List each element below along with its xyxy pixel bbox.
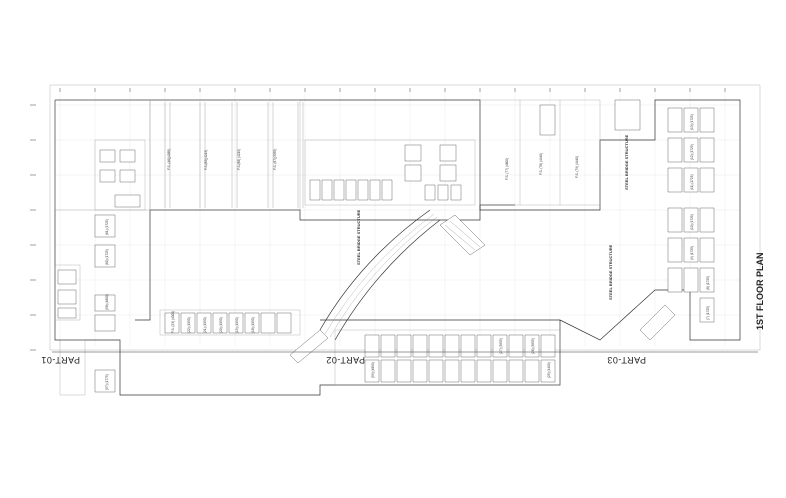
shop-label-bottom-2: (22) (1950)	[187, 317, 191, 333]
structure-labels: STEEL BRIDGE STRUCTURE STEEL BRIDGE STRU…	[356, 134, 629, 300]
left-service-zone	[54, 99, 151, 396]
shop-label-left-1: (61) (1725)	[105, 219, 109, 235]
shop-label-right-4: (10) (1725)	[690, 214, 694, 230]
steel-bridge-label-2: STEEL BRIDGE STRUCTURE	[608, 244, 613, 300]
top-shop-row	[149, 99, 304, 211]
part-markers: PART-01 PART-02 PART-03	[41, 351, 758, 365]
right-block	[479, 99, 641, 206]
part-label-03: PART-03	[607, 355, 646, 365]
left-shop-column	[94, 214, 116, 393]
shop-labels: F.S. (46)(4065) F.S.(85)(4219) F.S.(86) …	[105, 114, 710, 390]
shop-label-bottom-3: (21) (1950)	[203, 317, 207, 333]
shop-label-bottom-4: (20) (1950)	[219, 317, 223, 333]
steel-bridge-label-1: STEEL BRIDGE STRUCTURE	[356, 209, 361, 265]
drawing-title: 1ST FLOOR PLAN	[755, 252, 765, 330]
bottom-shop-row	[159, 309, 301, 336]
shop-label-block-2: F.S. (78) (4440)	[539, 153, 543, 175]
shop-label-lower-1: (59) (4890)	[371, 362, 375, 378]
shop-label-top-4: F.S. (87)(3355)	[273, 149, 277, 170]
drawing-frame	[49, 84, 761, 351]
shop-label-bottom-1: F.S. (23) (4000)	[171, 311, 175, 333]
shop-label-top-3: F.S.(86) (4219)	[237, 149, 241, 170]
shop-label-lower-3: (26) (3955)	[531, 338, 535, 354]
right-shop-column	[667, 107, 715, 323]
shop-label-right-7: (7) (1725)	[706, 306, 710, 320]
shop-label-top-1: F.S. (46)(4065)	[167, 149, 171, 170]
steel-bridge-label-3: STEEL BRIDGE STRUCTURE	[624, 134, 629, 190]
shop-label-block-3: F.S. (79) (4440)	[575, 156, 579, 178]
shop-label-right-2: (12) (1725)	[690, 144, 694, 160]
shop-label-bottom-6: (18) (1950)	[251, 317, 255, 333]
lower-shop-block	[334, 329, 561, 386]
shop-label-left-2: (60) (1725)	[105, 249, 109, 265]
shop-label-left-4: (57) (1775)	[105, 374, 109, 390]
part-label-02: PART-02	[326, 355, 365, 365]
shop-label-block-1: F.S. (77) (4600)	[505, 158, 509, 180]
shop-label-lower-2: (27) (3955)	[499, 338, 503, 354]
steel-bridge-curved	[319, 209, 441, 341]
shop-label-lower-4: (25) (4400)	[547, 362, 551, 378]
grid-ticks	[30, 88, 726, 351]
shop-label-top-2: F.S.(85)(4219)	[204, 150, 208, 170]
shop-label-right-1: (13) (1725)	[690, 114, 694, 130]
shop-label-bottom-5: (19) (1950)	[235, 317, 239, 333]
shop-label-right-6: (8) (1725)	[706, 276, 710, 290]
central-core	[304, 139, 476, 206]
shop-label-left-3: (58) (4800)	[105, 294, 109, 310]
ramps	[289, 214, 676, 364]
shop-label-right-5: (9) (1725)	[690, 246, 694, 260]
part-label-01: PART-01	[41, 355, 80, 365]
shop-label-right-3: (11) (1725)	[690, 174, 694, 190]
